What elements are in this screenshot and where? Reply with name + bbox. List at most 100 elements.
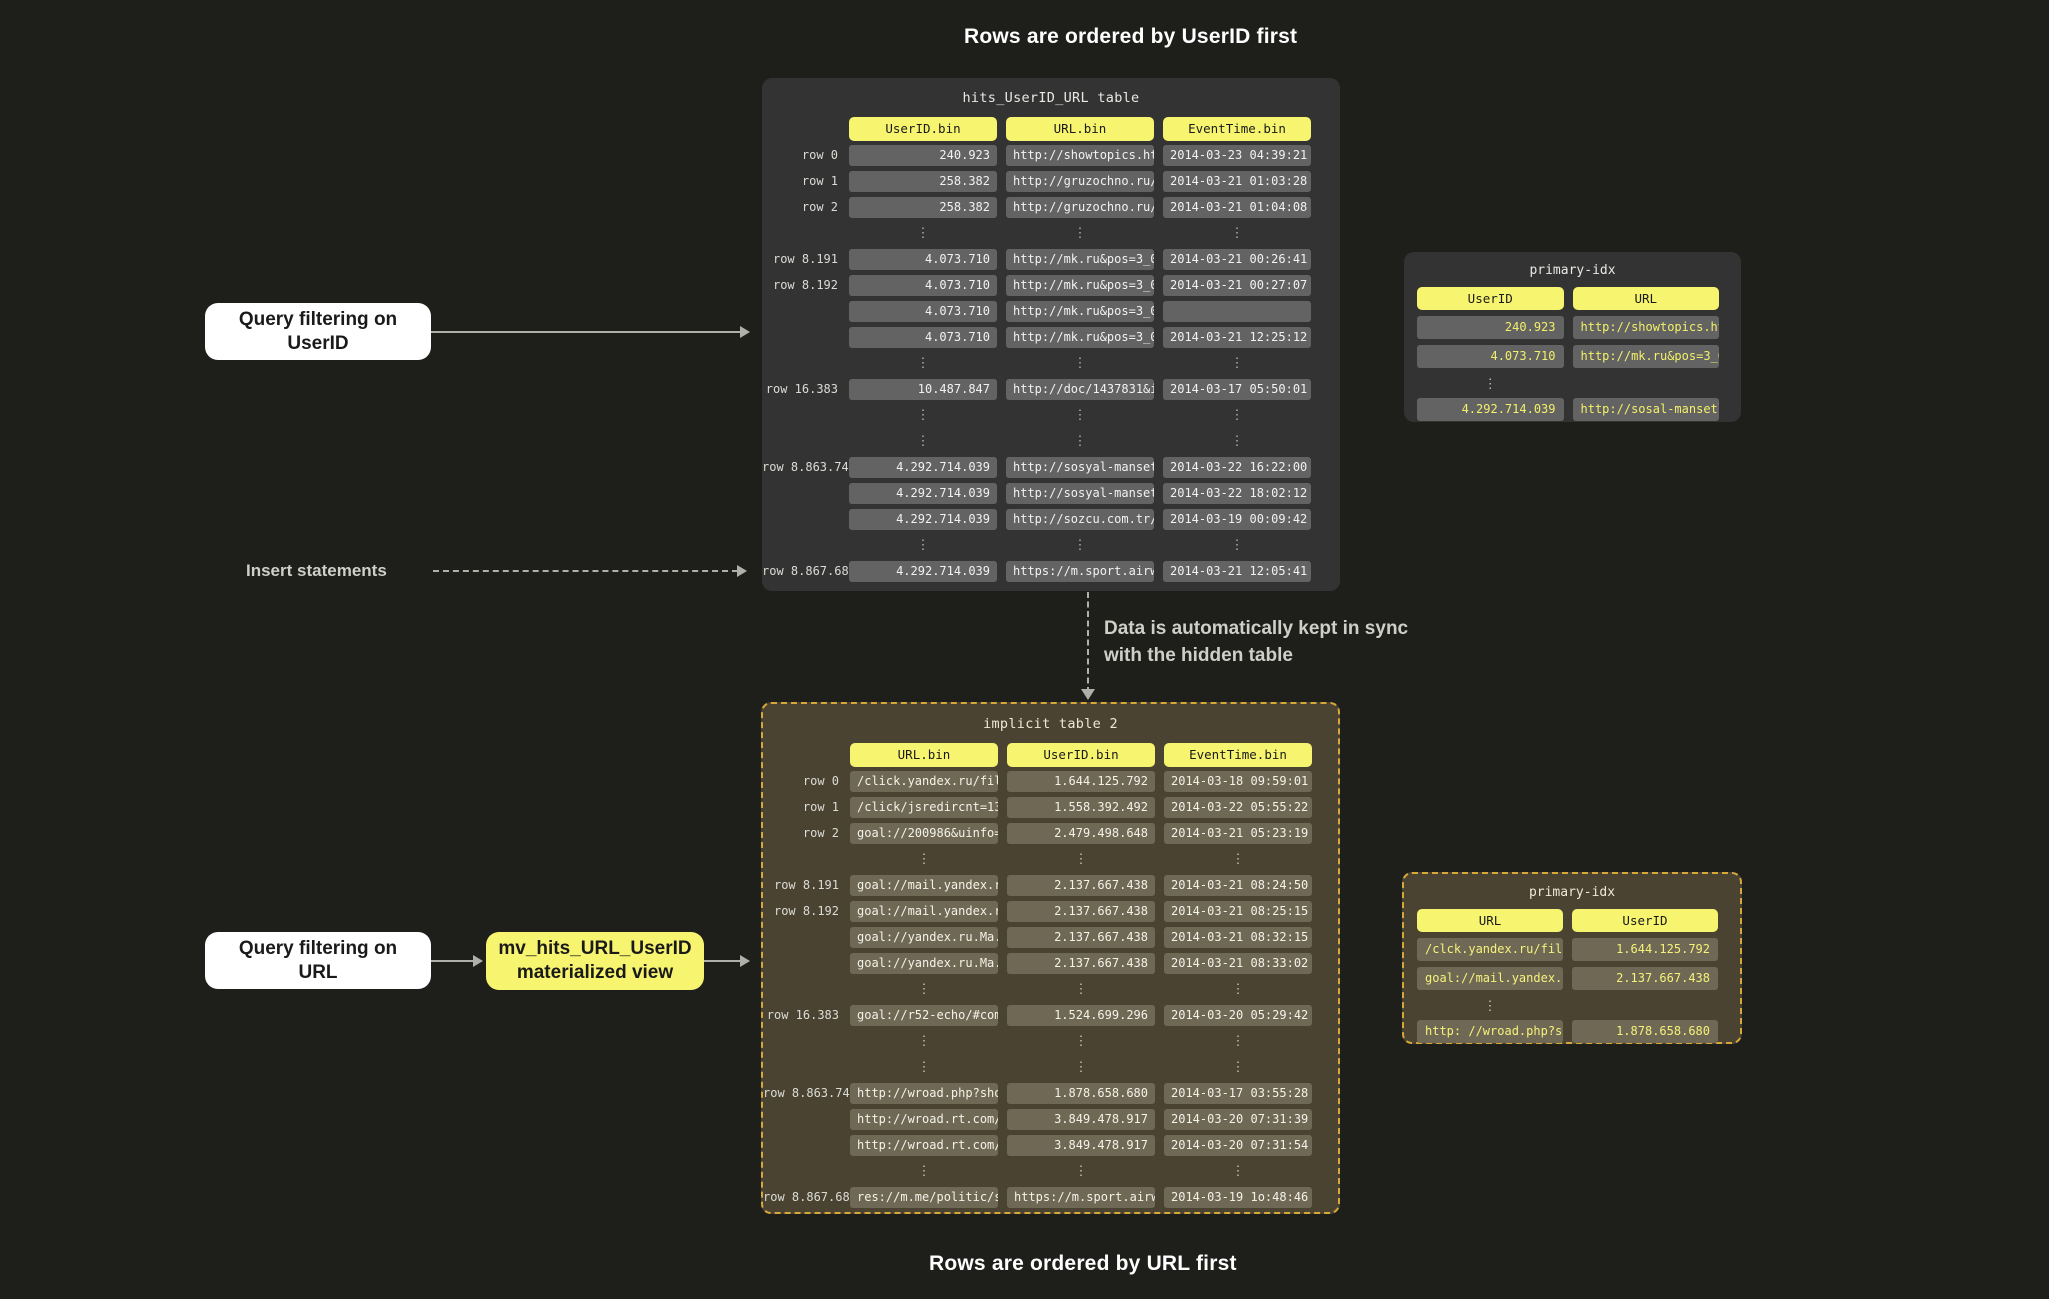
table-row[interactable]: goal://yandex.ru.Ma...2.137.667.4382014-… bbox=[763, 950, 1338, 976]
row-label: row 0 bbox=[802, 774, 839, 788]
arrowhead-url-to-mv bbox=[473, 955, 483, 967]
ellipsis-cell bbox=[1006, 405, 1154, 426]
table-cell: 2.137.667.438 bbox=[1007, 926, 1155, 948]
idx-row[interactable]: /clck.yandex.ru/file.com...1.644.125.792 bbox=[1417, 938, 1727, 961]
callout-materialized-view[interactable]: mv_hits_URL_UserID materialized view bbox=[486, 932, 704, 990]
table-row[interactable]: row 2goal://200986&uinfo=wn-1...2.479.49… bbox=[763, 820, 1338, 846]
table-row[interactable]: 4.292.714.039http://sozcu.com.tr/oaut201… bbox=[762, 506, 1340, 532]
idx-ellipsis-row: ⋮ bbox=[1417, 996, 1727, 1016]
table-cell: 2014-03-21 01:03:28 bbox=[1163, 170, 1311, 192]
column-header-userid-bin[interactable]: UserID.bin bbox=[849, 117, 997, 141]
column-header-userid-bin[interactable]: UserID.bin bbox=[1007, 743, 1155, 767]
table-cell: goal://r52-echo/#compose... bbox=[850, 1004, 998, 1026]
idx-cell: /clck.yandex.ru/file.com... bbox=[1417, 938, 1563, 961]
arrow-url-to-mv bbox=[431, 960, 475, 962]
table-cell: http://wroad.php?show/7... bbox=[850, 1082, 998, 1104]
table-cell: https://m.sport.airway/? bbox=[1006, 560, 1154, 582]
idx-row[interactable]: 4.292.714.039http://sosal-mansetleri... bbox=[1417, 398, 1728, 421]
table-cell: 2.137.667.438 bbox=[1007, 874, 1155, 896]
table-row[interactable]: row 16.383goal://r52-echo/#compose...1.5… bbox=[763, 1002, 1338, 1028]
row-label: row 1 bbox=[801, 174, 838, 188]
idx-row[interactable]: goal://mail.yandex.ru/Ma...2.137.667.438 bbox=[1417, 967, 1727, 990]
table-cell: http://showtopics.html%3... bbox=[1006, 144, 1154, 166]
table-row[interactable]: row 0240.923http://showtopics.html%3...2… bbox=[762, 142, 1340, 168]
table-cell: 1.558.392.492 bbox=[1007, 796, 1155, 818]
table-cell: 4.292.714.039 bbox=[849, 456, 997, 478]
idx-cell: goal://mail.yandex.ru/Ma... bbox=[1417, 967, 1563, 990]
callout-query-filtering-url-label: Query filtering on URL bbox=[238, 937, 398, 983]
idx-row[interactable]: http: //wroad.php?show/7...1.878.658.680 bbox=[1417, 1020, 1727, 1043]
table-cell: 2014-03-22 05:55:22 bbox=[1164, 796, 1312, 818]
column-header-url-bin[interactable]: URL.bin bbox=[850, 743, 998, 767]
table-row[interactable]: row 8.867.680res://m.me/politic/stati...… bbox=[763, 1184, 1338, 1210]
table-cell: 1.644.125.792 bbox=[1007, 770, 1155, 792]
table-row[interactable]: http://wroad.rt.com/tr/...3.849.478.9172… bbox=[763, 1132, 1338, 1158]
column-header-eventtime-bin[interactable]: EventTime.bin bbox=[1164, 743, 1312, 767]
column-header-eventtime-bin[interactable]: EventTime.bin bbox=[1163, 117, 1311, 141]
row-label: row 8.192 bbox=[773, 904, 839, 918]
ellipsis-cell bbox=[1006, 535, 1154, 556]
callout-query-filtering-url[interactable]: Query filtering on URL bbox=[205, 932, 431, 989]
table-cell: 2014-03-22 18:02:12 bbox=[1163, 482, 1311, 504]
table-row[interactable]: 4.292.714.039http://sosyal-mansetleri...… bbox=[762, 480, 1340, 506]
table-row[interactable]: row 8.191goal://mail.yandex.ru/Ma...2.13… bbox=[763, 872, 1338, 898]
idx-column-header-url[interactable]: URL bbox=[1572, 287, 1719, 310]
table-row[interactable]: row 8.863.744http://wroad.php?show/7...1… bbox=[763, 1080, 1338, 1106]
row-label: row 8.191 bbox=[772, 252, 838, 266]
table-cell: 2014-03-17 05:50:01 bbox=[1163, 378, 1311, 400]
table-cell: 2014-03-20 07:31:39 bbox=[1164, 1108, 1312, 1130]
table-row[interactable]: row 0/click.yandex.ru/file.co ...1.644.1… bbox=[763, 768, 1338, 794]
row-label: row 8.867.680 bbox=[763, 1190, 857, 1204]
table-cell: 2014-03-21 01:04:08 bbox=[1163, 196, 1311, 218]
table-row[interactable]: http://wroad.rt.com/tr/...3.849.478.9172… bbox=[763, 1106, 1338, 1132]
column-header-url-bin[interactable]: URL.bin bbox=[1006, 117, 1154, 141]
idx-column-header-userid[interactable]: UserID bbox=[1572, 909, 1718, 932]
table-row[interactable]: row 1258.382http://gruzochno.ru/ekat...2… bbox=[762, 168, 1340, 194]
arrow-mv-to-table2 bbox=[704, 960, 742, 962]
row-label: row 16.383 bbox=[766, 1008, 839, 1022]
idx1-caption: primary-idx bbox=[1529, 263, 1616, 278]
table-cell: 4.073.710 bbox=[849, 326, 997, 348]
table-cell: http://mk.ru&pos=3_0 bbox=[1006, 274, 1154, 296]
ellipsis-cell bbox=[1164, 1031, 1312, 1052]
ellipsis-cell bbox=[850, 1031, 998, 1052]
ellipsis-row bbox=[762, 350, 1340, 376]
idx-column-header-url[interactable]: URL bbox=[1417, 909, 1563, 932]
ellipsis-row bbox=[762, 532, 1340, 558]
note-sync: Data is automatically kept in sync with … bbox=[1104, 618, 1409, 666]
table-cell: 2014-03-21 08:25:15 bbox=[1164, 900, 1312, 922]
dashed-sync-connector bbox=[1087, 592, 1089, 693]
table-cell: 2014-03-21 08:33:02 bbox=[1164, 952, 1312, 974]
table-cell: 2014-03-18 09:59:01 bbox=[1164, 770, 1312, 792]
ellipsis-cell: ⋮ bbox=[1483, 998, 1497, 1014]
table-cell: 4.292.714.039 bbox=[849, 560, 997, 582]
idx-row[interactable]: 240.923http://showtopics.html%3... bbox=[1417, 316, 1728, 339]
table-cell: 10.487.847 bbox=[849, 378, 997, 400]
table-cell: http://doc/1437831&is_mo... bbox=[1006, 378, 1154, 400]
table-row[interactable]: goal://yandex.ru.Ma...2.137.667.4382014-… bbox=[763, 924, 1338, 950]
table-cell: 2014-03-22 16:22:00 bbox=[1163, 456, 1311, 478]
table-cell: 2014-03-21 00:26:41 bbox=[1163, 248, 1311, 270]
idx-cell: 4.292.714.039 bbox=[1417, 398, 1564, 421]
table1-caption: hits_UserID_URL table bbox=[962, 90, 1140, 106]
idx-cell: 1.878.658.680 bbox=[1572, 1020, 1718, 1043]
ellipsis-cell bbox=[1007, 849, 1155, 870]
table-row[interactable]: row 1/click/jsredircnt=1395412...1.558.3… bbox=[763, 794, 1338, 820]
idx-cell: http://showtopics.html%3... bbox=[1572, 316, 1719, 339]
table-row[interactable]: row 2258.382http://gruzochno.ru/ekat...2… bbox=[762, 194, 1340, 220]
table-cell: http://sosyal-mansetleri... bbox=[1006, 456, 1154, 478]
table-row[interactable]: row 8.192goal://mail.yandex.ru/Ma...2.13… bbox=[763, 898, 1338, 924]
ellipsis-cell bbox=[1007, 1161, 1155, 1182]
table-cell: 3.849.478.917 bbox=[1007, 1108, 1155, 1130]
idx-column-header-userid[interactable]: UserID bbox=[1417, 287, 1564, 310]
callout-query-filtering-userid[interactable]: Query filtering on UserID bbox=[205, 303, 431, 360]
